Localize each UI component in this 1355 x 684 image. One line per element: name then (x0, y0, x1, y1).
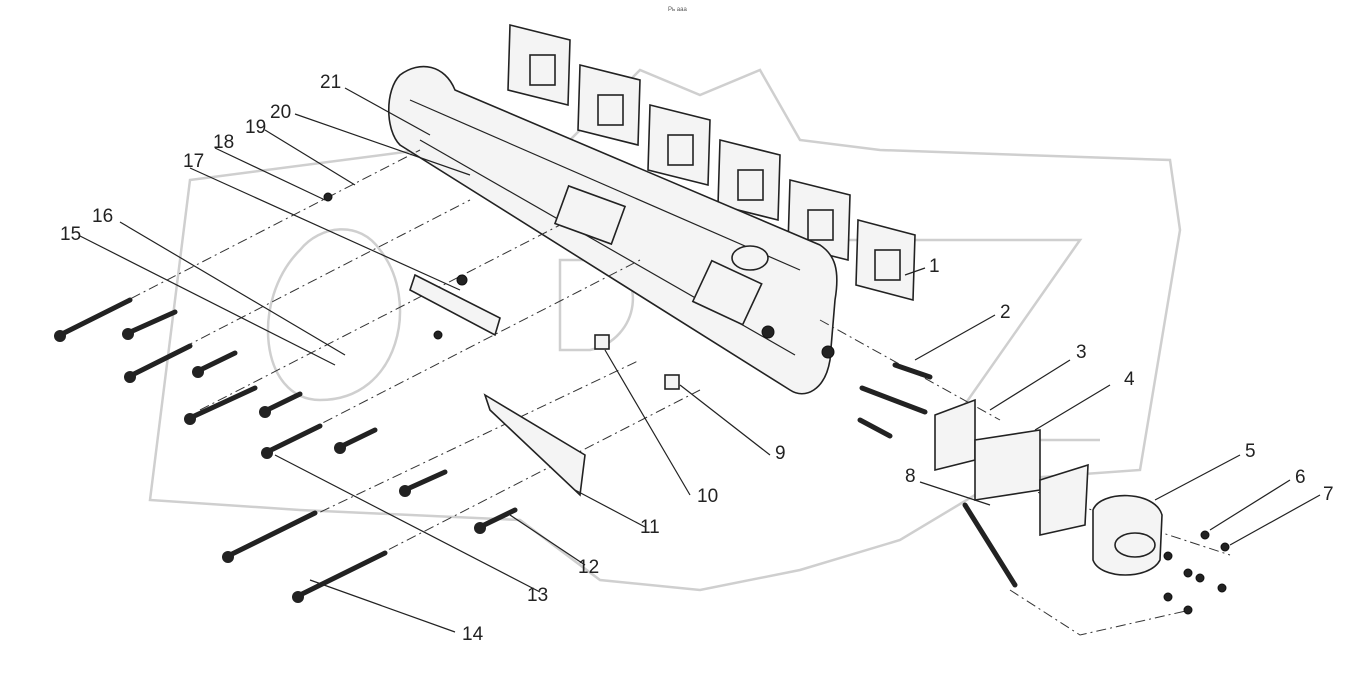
callout-15: 15 (60, 224, 81, 245)
callout-8: 8 (905, 466, 916, 487)
callout-16: 16 (92, 206, 113, 227)
small-fittings (323, 192, 680, 390)
callout-2: 2 (1000, 302, 1011, 323)
exhaust-manifold (387, 65, 838, 395)
gasket-3 (647, 103, 711, 187)
callout-18: 18 (213, 132, 234, 153)
callout-13: 13 (527, 585, 548, 606)
callout-labels: 1 2 3 4 5 6 7 8 9 10 11 12 13 14 15 16 1… (60, 72, 1334, 645)
bracket-lower (483, 393, 586, 497)
gasket-2 (577, 63, 641, 147)
callout-1: 1 (929, 256, 940, 277)
gasket-4 (717, 138, 781, 222)
manifold-gaskets (507, 23, 916, 302)
header-caption: Рь ааа (668, 7, 687, 13)
callout-9: 9 (775, 443, 786, 464)
bracket-upper (409, 273, 501, 337)
callout-6: 6 (1295, 467, 1306, 488)
callout-12: 12 (578, 557, 599, 578)
callout-leaders (79, 87, 1321, 633)
callout-3: 3 (1076, 342, 1087, 363)
callout-7: 7 (1323, 484, 1334, 505)
callout-14: 14 (462, 624, 484, 645)
gasket-6 (855, 218, 916, 302)
gasket-1 (507, 23, 571, 107)
callout-4: 4 (1124, 369, 1135, 390)
callout-11: 11 (640, 517, 660, 538)
callout-19: 19 (245, 117, 266, 138)
callout-17: 17 (183, 151, 204, 172)
outlet-assembly (857, 362, 1230, 615)
callout-21: 21 (320, 72, 341, 93)
callout-5: 5 (1245, 441, 1256, 462)
callout-10: 10 (697, 486, 718, 507)
bolt-set (54, 297, 518, 603)
callout-20: 20 (270, 102, 291, 123)
